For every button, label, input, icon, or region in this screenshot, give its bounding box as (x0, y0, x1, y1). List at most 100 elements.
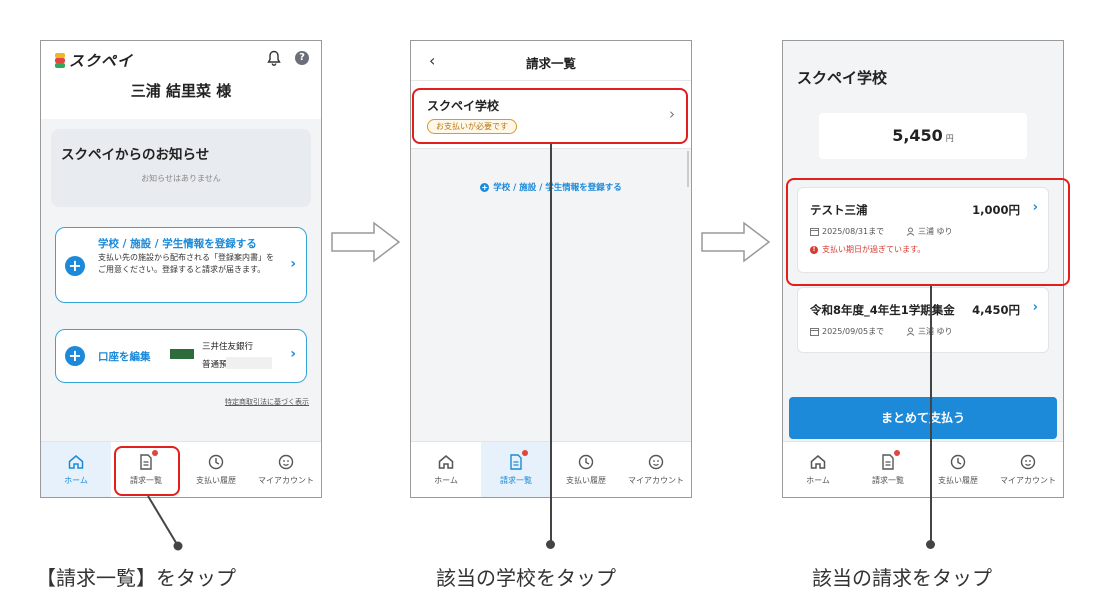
invoice-due-date: 2025/08/31まで (822, 227, 885, 236)
school-name: スクペイ学校 (427, 99, 500, 113)
tab-account[interactable]: マイアカウント (993, 442, 1063, 497)
bank-logo-icon (170, 349, 194, 359)
register-card[interactable]: + 学校 / 施設 / 学生情報を登録する 支払い先の施設から配布される「登録案… (55, 227, 307, 303)
invoice-title: テスト三浦 (810, 203, 868, 217)
invoice-title: 令和8年度_4年生1学期集金 (810, 303, 955, 317)
chevron-right-icon: › (1032, 300, 1038, 315)
invoice-payer: 三浦 ゆり (906, 226, 953, 237)
tab-history[interactable]: 支払い履歴 (551, 442, 621, 497)
screen-header: ‹ 請求一覧 (411, 41, 691, 81)
scrollbar[interactable] (687, 151, 689, 187)
back-icon[interactable]: ‹ (429, 51, 436, 70)
connector-line (930, 286, 932, 544)
connector-dot (926, 540, 935, 549)
warning-icon: ! (810, 245, 818, 254)
plus-icon: + (480, 183, 490, 192)
register-description: 支払い先の施設から配布される「登録案内書」をご用意ください。登録すると請求が届き… (98, 253, 274, 274)
help-icon[interactable]: ? (295, 51, 309, 65)
chevron-right-icon: › (290, 256, 296, 272)
plus-icon: + (65, 346, 85, 366)
chevron-right-icon: › (290, 346, 296, 362)
overdue-warning-text: 支払い期日が過ぎています。 (822, 245, 926, 254)
account-icon (278, 454, 294, 470)
school-list-item[interactable]: スクペイ学校 お支払いが必要です › (411, 81, 691, 149)
tab-label: ホーム (434, 476, 458, 485)
tab-label: ホーム (806, 476, 830, 485)
calendar-icon (810, 228, 819, 236)
tab-label: マイアカウント (628, 476, 684, 485)
logo-text: スクペイ (69, 52, 134, 70)
user-name: 三浦 結里菜 様 (41, 75, 321, 119)
highlight-school-item (412, 88, 688, 144)
invoice-due: 2025/08/31まで (810, 226, 884, 237)
tab-label: 支払い履歴 (566, 476, 606, 485)
step-caption: 【請求一覧】をタップ (36, 566, 236, 590)
invoice-amount: 1,000円 (972, 203, 1020, 217)
bank-account-type: 普通預 (202, 360, 228, 370)
status-badge: お支払いが必要です (427, 119, 517, 134)
notice-panel: スクペイからのお知らせ お知らせはありません (51, 129, 311, 207)
invoice-payer-name: 三浦 ゆり (918, 227, 953, 236)
register-link-label: 学校 / 施設 / 学生情報を登録する (493, 183, 622, 193)
notification-dot (893, 450, 900, 456)
person-icon (906, 327, 915, 336)
home-icon (810, 455, 826, 469)
clock-icon (208, 454, 224, 470)
tab-bar: ホーム 請求一覧 支払い履歴 マイアカウント (783, 441, 1063, 497)
account-card[interactable]: + 口座を編集 三井住友銀行 普通預 › (55, 329, 307, 383)
clock-icon (950, 454, 966, 470)
plus-icon: + (65, 256, 85, 276)
logo-mark-icon (55, 52, 65, 69)
bell-icon[interactable] (267, 50, 281, 70)
document-icon (140, 454, 152, 470)
tab-invoices[interactable]: 請求一覧 (853, 442, 923, 497)
invoice-card[interactable]: 令和8年度_4年生1学期集金 4,450円 › 2025/09/05まで 三浦 … (797, 287, 1049, 353)
highlight-invoices-tab (114, 446, 180, 496)
tab-label: 支払い履歴 (938, 476, 978, 485)
tab-history[interactable]: 支払い履歴 (923, 442, 993, 497)
chevron-right-icon: › (669, 105, 675, 123)
step-caption: 該当の請求をタップ (812, 566, 992, 590)
register-title: 学校 / 施設 / 学生情報を登録する (98, 238, 257, 250)
tab-label: 請求一覧 (500, 476, 532, 485)
tab-home[interactable]: ホーム (411, 442, 481, 497)
app-header: スクペイ ? (41, 41, 321, 75)
tab-invoices[interactable]: 請求一覧 (111, 442, 181, 497)
tab-home[interactable]: ホーム (783, 442, 853, 497)
currency-unit: 円 (945, 134, 954, 143)
law-link[interactable]: 特定商取引法に基づく表示 (225, 398, 309, 406)
tab-history[interactable]: 支払い履歴 (181, 442, 251, 497)
tab-account[interactable]: マイアカウント (621, 442, 691, 497)
tab-label: ホーム (64, 476, 88, 485)
tab-home[interactable]: ホーム (41, 442, 111, 497)
invoice-payer-name: 三浦 ゆり (918, 327, 953, 336)
clock-icon (578, 454, 594, 470)
step-arrow-icon (331, 221, 401, 263)
invoice-amount: 4,450円 (972, 303, 1020, 317)
notice-empty-text: お知らせはありません (141, 174, 221, 183)
chevron-right-icon: › (1032, 200, 1038, 215)
tab-account[interactable]: マイアカウント (251, 442, 321, 497)
pay-all-button[interactable]: まとめて支払う (789, 397, 1057, 439)
highlight-invoice-card (786, 178, 1070, 286)
document-icon (882, 454, 894, 470)
home-icon (438, 455, 454, 469)
account-number-masked (226, 357, 272, 369)
invoice-card[interactable]: テスト三浦 1,000円 › 2025/08/31まで 三浦 ゆり ! 支払い期… (797, 187, 1049, 273)
notification-dot (151, 450, 158, 456)
bank-name: 三井住友銀行 (202, 342, 254, 352)
total-amount: 5,450 (892, 126, 943, 145)
tab-invoices[interactable]: 請求一覧 (481, 442, 551, 497)
home-icon (68, 455, 84, 469)
tab-label: 請求一覧 (130, 476, 162, 485)
tab-label: 請求一覧 (872, 476, 904, 485)
account-icon (648, 454, 664, 470)
tab-label: マイアカウント (1000, 476, 1056, 485)
connector-dot (546, 540, 555, 549)
register-link[interactable]: +学校 / 施設 / 学生情報を登録する (411, 181, 691, 193)
notification-dot (521, 450, 528, 456)
tab-label: マイアカウント (258, 476, 314, 485)
overdue-warning: ! 支払い期日が過ぎています。 (810, 244, 925, 255)
